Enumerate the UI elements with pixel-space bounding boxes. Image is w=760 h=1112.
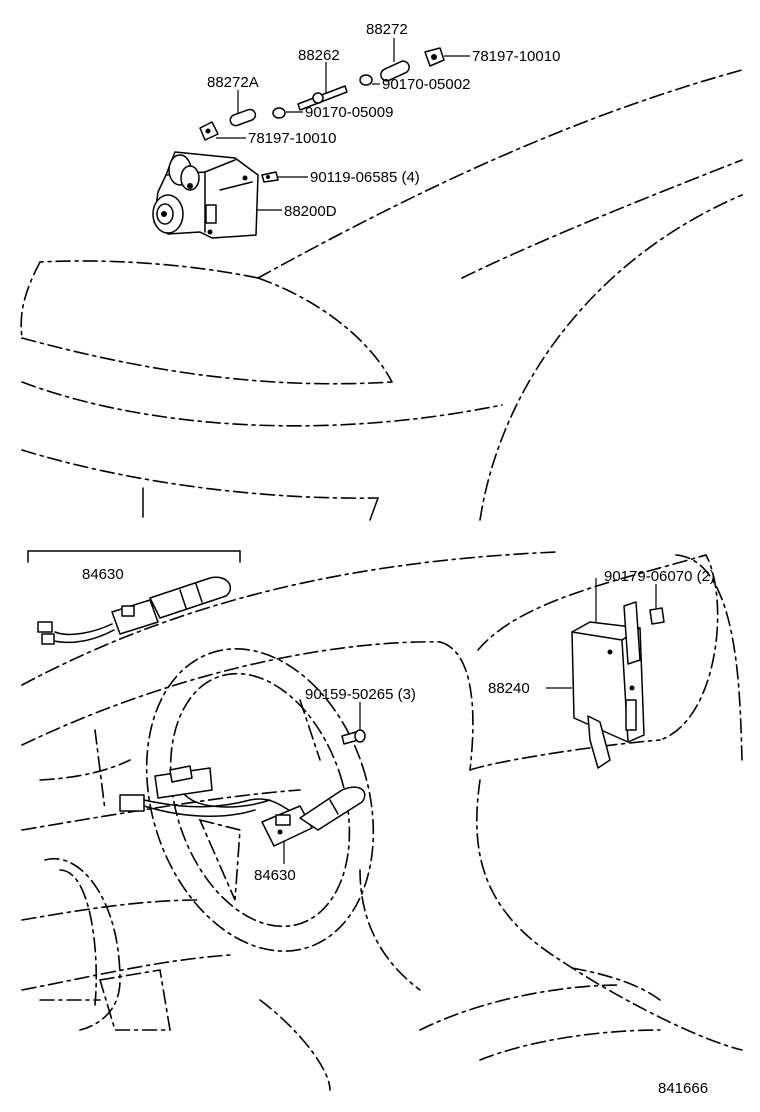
label-88240: 88240 [488, 680, 530, 697]
label-90179: 90179-06070 (2) [604, 568, 715, 585]
diagram-id: 841666 [658, 1080, 708, 1097]
bolt-90159 [341, 729, 366, 745]
leader-lines [216, 38, 657, 864]
label-84630-main: 84630 [254, 867, 296, 884]
label-90159: 90159-50265 (3) [305, 686, 416, 703]
part-labels: 88272 78197-10010 88262 90170-05002 8827… [82, 21, 715, 1097]
combination-switch-84630 [119, 765, 366, 847]
label-88272-top: 88272 [366, 21, 408, 38]
label-88200d: 88200D [284, 203, 337, 220]
label-84630-inset: 84630 [82, 566, 124, 583]
label-90119: 90119-06585 (4) [310, 169, 420, 186]
label-88262: 88262 [298, 47, 340, 64]
inset-84630 [27, 550, 241, 645]
control-module-88240 [571, 601, 665, 769]
vehicle-body-outline [20, 69, 743, 1091]
label-88272a: 88272A [207, 74, 259, 91]
label-90170-05002: 90170-05002 [382, 76, 470, 93]
wiper-motor-assembly [152, 151, 259, 239]
label-78197-top: 78197-10010 [472, 48, 560, 65]
label-78197-mid: 78197-10010 [248, 130, 336, 147]
label-90170-05009: 90170-05009 [305, 104, 393, 121]
wiper-small-parts [199, 47, 445, 183]
